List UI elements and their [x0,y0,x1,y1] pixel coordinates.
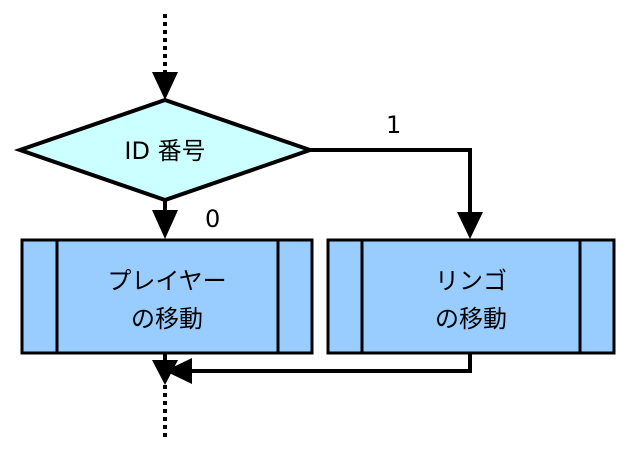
process-player-move: プレイヤー の移動 [20,238,314,355]
branch-1-arrowhead [457,212,483,239]
process-left-label-line2: の移動 [131,305,203,333]
process-left-label-line1: プレイヤー [107,267,226,295]
branch-1-line [310,148,472,214]
process-right-label-line1: リンゴ [435,267,507,295]
branch-0-arrowhead [152,210,178,239]
process-box-left [20,238,314,355]
process-box-right [326,238,616,355]
right-merge-arrowhead [165,358,192,384]
left-merge-arrowhead [152,360,178,385]
branch-label-1: 1 [386,111,401,139]
right-merge-line [192,353,472,373]
incoming-arrowhead [152,72,178,100]
branch-label-0: 0 [205,205,220,233]
process-apple-move: リンゴ の移動 [326,238,616,355]
process-right-label-line2: の移動 [435,305,507,333]
decision-label: ID 番号 [124,137,205,165]
